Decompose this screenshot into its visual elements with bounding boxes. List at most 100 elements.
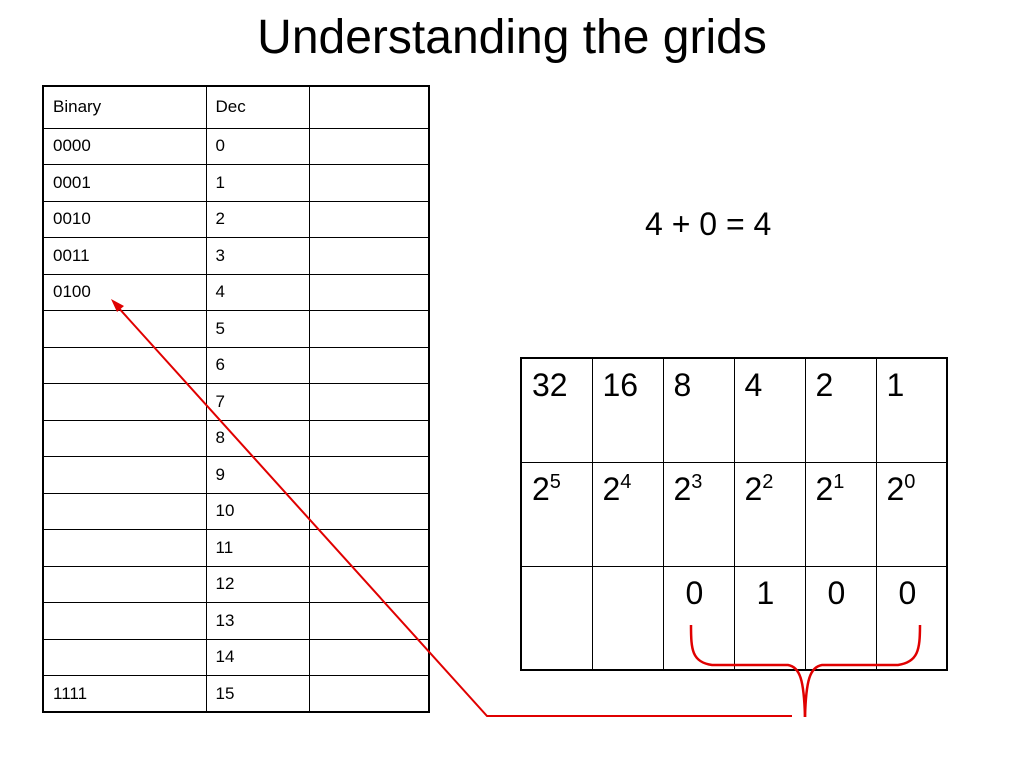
table-row: 6: [42, 346, 430, 384]
table-cell: [42, 346, 207, 384]
table-cell: [308, 273, 430, 311]
table-cell: [42, 638, 207, 676]
power-base: 2: [602, 470, 621, 507]
table-cell: [42, 565, 207, 603]
power-base: 2: [815, 470, 834, 507]
table-cell: [308, 638, 430, 676]
table-cell: 3: [205, 237, 310, 275]
power-base: 2: [673, 470, 692, 507]
table-cell: [308, 492, 430, 530]
table-row: 14: [42, 638, 430, 676]
table-cell: 0001: [42, 164, 207, 202]
column-header: Binary: [42, 85, 207, 129]
table-cell: [308, 346, 430, 384]
table-cell: 6: [205, 346, 310, 384]
table-cell: 7: [205, 383, 310, 421]
place-value-cell: 1: [875, 357, 948, 463]
table-cell: 1111: [42, 675, 207, 713]
place-value-cell: 32: [520, 357, 593, 463]
power-cell: 25: [520, 461, 593, 567]
power-exponent: 3: [691, 470, 703, 493]
table-cell: [42, 529, 207, 567]
table-cell: 0011: [42, 237, 207, 275]
digit-cell: 1: [733, 565, 806, 671]
column-header: [308, 85, 430, 129]
table-cell: [42, 419, 207, 457]
table-cell: 11: [205, 529, 310, 567]
power-exponent: 1: [833, 470, 845, 493]
table-cell: 2: [205, 200, 310, 238]
table-cell: [308, 675, 430, 713]
table-row: 10: [42, 492, 430, 530]
table-cell: 9: [205, 456, 310, 494]
equation: 4 + 0 = 4: [645, 206, 772, 242]
table-cell: 13: [205, 602, 310, 640]
power-cell: 23: [662, 461, 735, 567]
table-row: 8: [42, 419, 430, 457]
table-cell: [308, 127, 430, 165]
power-cell: 24: [591, 461, 664, 567]
table-cell: [308, 529, 430, 567]
power-base: 2: [886, 470, 905, 507]
table-row: 13: [42, 602, 430, 640]
power-base: 2: [532, 470, 550, 507]
table-cell: [308, 164, 430, 202]
digit-cell: 0: [662, 565, 735, 671]
column-header: Dec: [205, 85, 310, 129]
table-row: 5: [42, 310, 430, 348]
digit-cell: [520, 565, 593, 671]
table-cell: 0010: [42, 200, 207, 238]
table-cell: 5: [205, 310, 310, 348]
table-cell: 12: [205, 565, 310, 603]
power-exponent: 2: [762, 470, 774, 493]
table-cell: [308, 200, 430, 238]
slide-title: Understanding the grids: [257, 11, 767, 64]
place-value-cell: 2: [804, 357, 877, 463]
table-row: 12: [42, 565, 430, 603]
table-cell: 10: [205, 492, 310, 530]
table-cell: 0100: [42, 273, 207, 311]
place-value-cell: 4: [733, 357, 806, 463]
place-value-cell: 16: [591, 357, 664, 463]
power-exponent: 4: [620, 470, 632, 493]
table-cell: [42, 456, 207, 494]
power-exponent: 0: [904, 470, 916, 493]
table-cell: 14: [205, 638, 310, 676]
power-cell: 22: [733, 461, 806, 567]
power-exponent: 5: [549, 470, 561, 493]
digit-cell: [591, 565, 664, 671]
table-cell: [42, 383, 207, 421]
power-base: 2: [744, 470, 763, 507]
table-cell: [42, 492, 207, 530]
power-cell: 20: [875, 461, 948, 567]
table-row: 11: [42, 529, 430, 567]
table-cell: [308, 565, 430, 603]
digit-cell: 0: [875, 565, 948, 671]
table-cell: 0000: [42, 127, 207, 165]
table-cell: 4: [205, 273, 310, 311]
table-cell: 8: [205, 419, 310, 457]
table-cell: 1: [205, 164, 310, 202]
digit-cell: 0: [804, 565, 877, 671]
table-row: 7: [42, 383, 430, 421]
table-cell: [308, 237, 430, 275]
table-cell: [308, 419, 430, 457]
table-row: 9: [42, 456, 430, 494]
table-cell: [42, 310, 207, 348]
table-cell: [308, 310, 430, 348]
power-cell: 21: [804, 461, 877, 567]
table-cell: [308, 602, 430, 640]
